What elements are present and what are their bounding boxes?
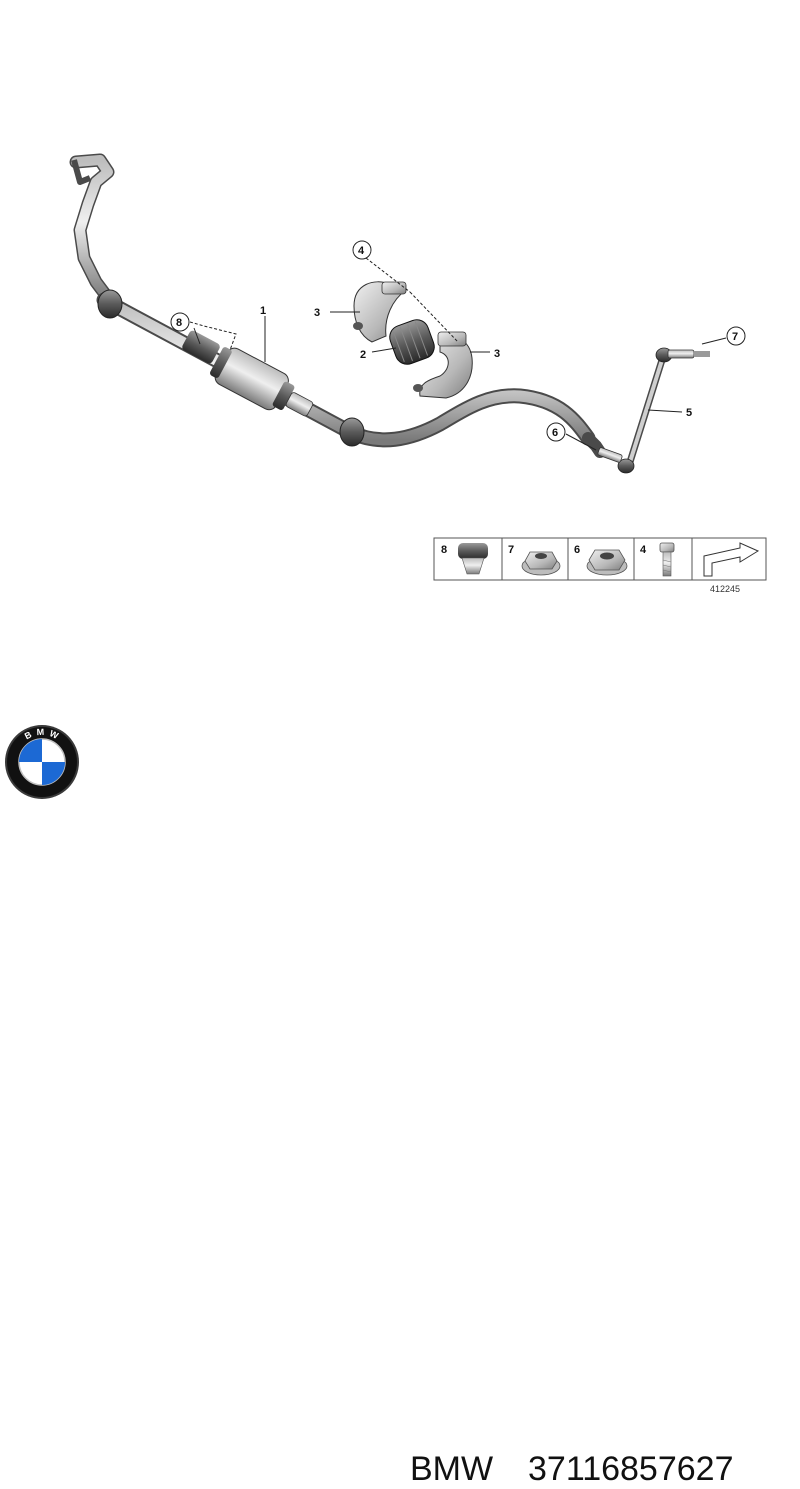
parts-diagram: 1 2 3 3 4 5 6 7 8 8 7 bbox=[69, 153, 767, 594]
stabilizer-link bbox=[597, 347, 710, 474]
parts-legend: 8 7 6 4 4122 bbox=[433, 537, 767, 594]
callout-1: 1 bbox=[260, 305, 266, 317]
callout-circle-4 bbox=[352, 240, 372, 260]
callout-3-right: 3 bbox=[494, 348, 500, 360]
legend-item-4-label: 4 bbox=[640, 544, 647, 556]
diagram-reference-number: 412245 bbox=[710, 584, 740, 594]
leader-lines bbox=[189, 257, 727, 451]
rubber-buffer-icon bbox=[458, 543, 488, 575]
legend-item-6-label: 6 bbox=[574, 544, 580, 556]
brand-caption: BMW 37116857627 bbox=[0, 708, 800, 1488]
callout-circle-8 bbox=[170, 312, 190, 332]
direction-arrow-icon bbox=[703, 542, 760, 577]
collar-nut-icon bbox=[521, 551, 561, 576]
callout-6: 6 bbox=[552, 427, 558, 439]
legend-item-7-label: 7 bbox=[508, 544, 514, 556]
rubber-mount bbox=[389, 319, 435, 365]
stabilizer-bar bbox=[69, 153, 606, 458]
bolt-icon bbox=[659, 542, 675, 577]
part-number: 37116857627 bbox=[528, 1450, 734, 1488]
callouts: 1 2 3 3 4 5 6 7 8 bbox=[170, 240, 746, 442]
callout-8: 8 bbox=[176, 317, 182, 329]
callout-7: 7 bbox=[732, 331, 738, 343]
brand-name: BMW bbox=[410, 1450, 494, 1488]
callout-4: 4 bbox=[358, 245, 365, 257]
callout-2: 2 bbox=[360, 349, 366, 361]
bracket-clamp-right bbox=[413, 331, 473, 399]
self-locking-nut-icon bbox=[586, 549, 628, 576]
callout-circle-6 bbox=[546, 422, 566, 442]
bracket-clamp-left bbox=[353, 281, 408, 343]
legend-item-8-label: 8 bbox=[441, 544, 447, 556]
callout-5: 5 bbox=[686, 407, 692, 419]
bmw-logo: B M W bbox=[5, 725, 79, 799]
callout-3-left: 3 bbox=[314, 307, 320, 319]
callout-circle-7 bbox=[726, 326, 746, 346]
